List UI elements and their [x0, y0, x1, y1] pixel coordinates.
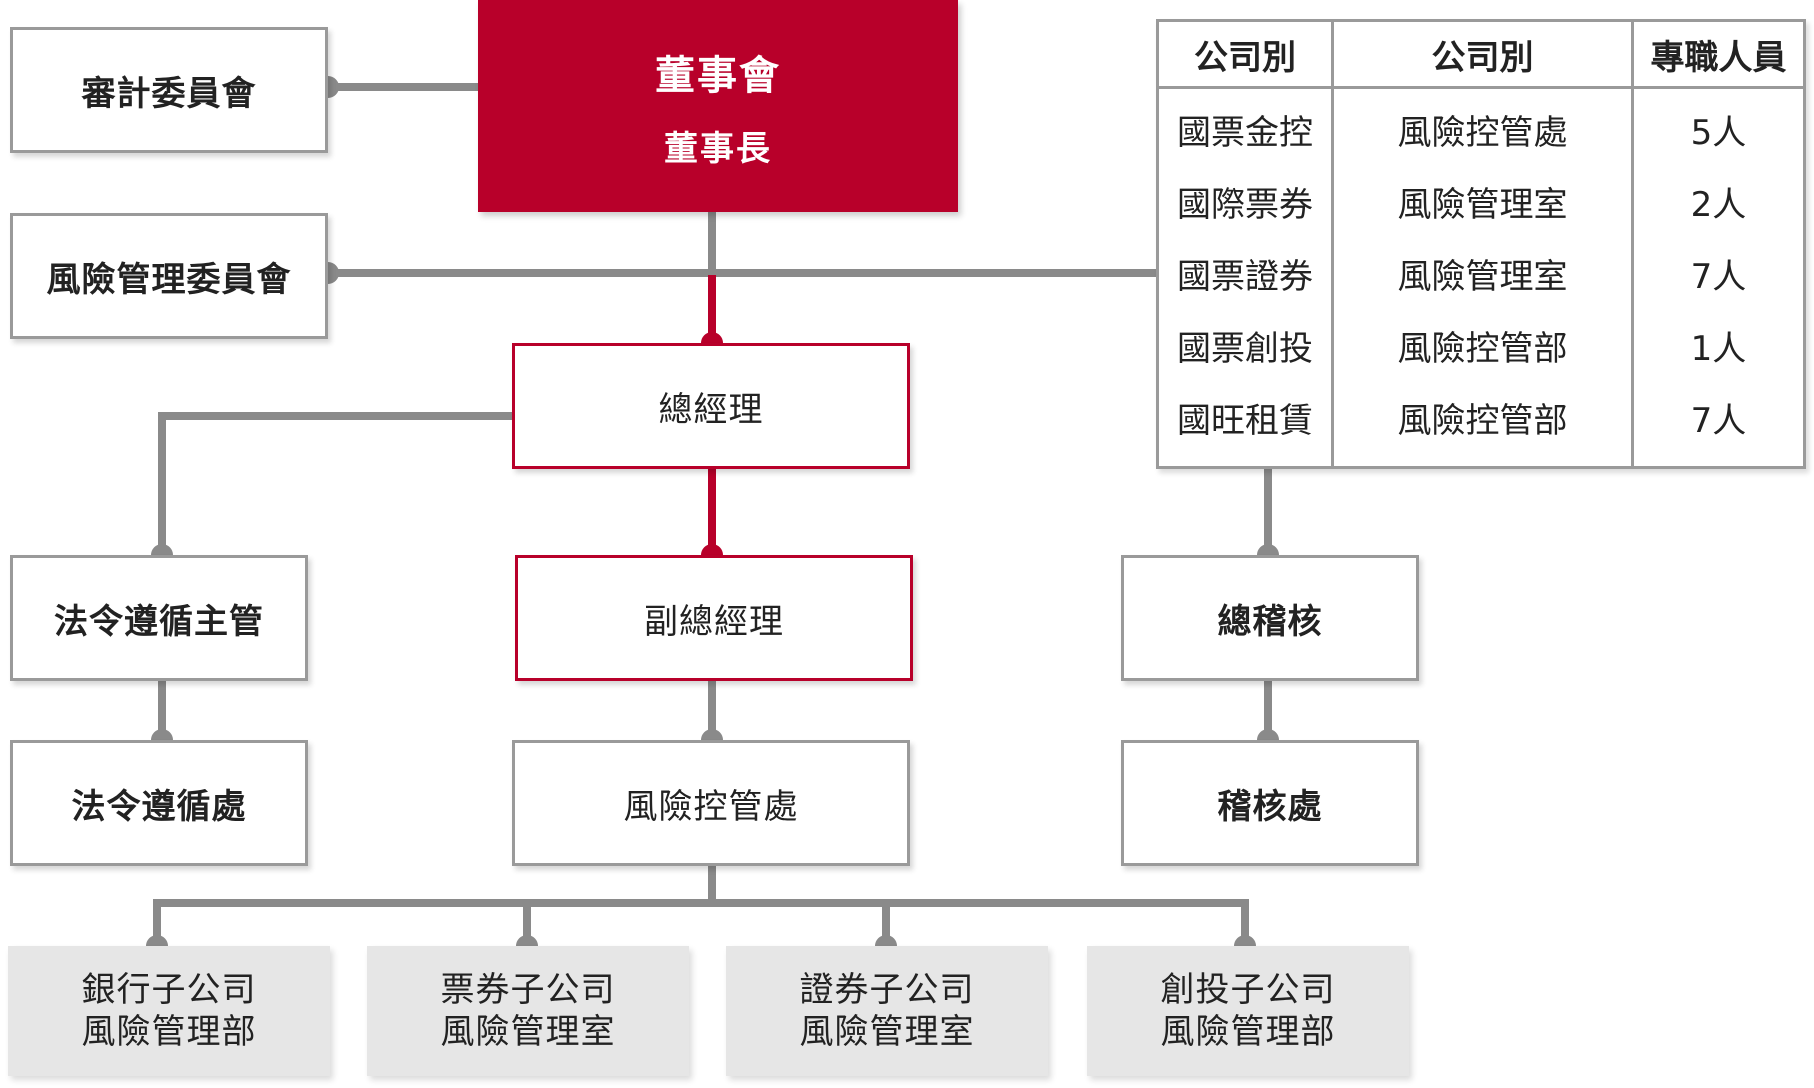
chief-auditor: 總稽核: [1121, 555, 1419, 681]
audit-office-label: 稽核處: [1217, 786, 1323, 827]
table-cell: 國票創投: [1177, 328, 1313, 369]
table-cell: 風險管理室: [1397, 256, 1568, 297]
subsidiary-securities-risk-office: 證券子公司 風險管理室: [726, 946, 1048, 1076]
table-cell: 國際票券: [1177, 184, 1313, 225]
audit-committee-label: 審計委員會: [81, 73, 257, 114]
table-header-company: 公司別: [1194, 37, 1296, 78]
risk-control-label: 風險控管處: [623, 786, 799, 827]
vice-president: 副總經理: [515, 555, 913, 681]
risk-staff-table: 公司別 公司別 專職人員 國票金控 風險控管處 5人 國際票券 風險管理室 2人…: [1156, 19, 1806, 469]
table-cell: 風險控管處: [1397, 112, 1568, 153]
subsidiary-bills-risk-office: 票券子公司 風險管理室: [367, 946, 689, 1076]
subsidiary-unit: 風險管理室: [440, 1012, 616, 1052]
board-of-directors: 董事會 董事長: [478, 0, 958, 212]
table-cell: 風險控管部: [1397, 328, 1568, 369]
connector-subsidiary-bus: [153, 864, 716, 946]
chief-auditor-label: 總稽核: [1217, 601, 1323, 642]
table-cell: 國票證券: [1177, 256, 1313, 297]
subsidiary-name: 銀行子公司: [81, 970, 257, 1010]
compliance-office: 法令遵循處: [10, 740, 308, 866]
audit-committee: 審計委員會: [10, 27, 328, 153]
table-cell: 國旺租賃: [1177, 400, 1313, 441]
table-cell: 2人: [1690, 184, 1747, 225]
table-cell: 5人: [1690, 112, 1747, 153]
table-header-unit: 公司別: [1431, 37, 1534, 78]
table-cell: 風險控管部: [1397, 400, 1568, 441]
table-cell: 7人: [1690, 400, 1747, 441]
subsidiary-unit: 風險管理室: [799, 1012, 975, 1052]
table-header-staff: 專職人員: [1650, 37, 1787, 78]
subsidiary-vc-risk-dept: 創投子公司 風險管理部: [1087, 946, 1409, 1076]
audit-office: 稽核處: [1121, 740, 1419, 866]
subsidiary-name: 證券子公司: [799, 970, 975, 1010]
connector-president-compliance: [158, 412, 512, 555]
table-divider: [1331, 22, 1334, 466]
president: 總經理: [512, 343, 910, 469]
table-divider: [1631, 22, 1634, 466]
subsidiary-unit: 風險管理部: [1160, 1012, 1336, 1052]
connector-subsidiary-bus-right: [712, 899, 1249, 946]
subsidiary-unit: 風險管理部: [81, 1012, 257, 1052]
board-title: 董事會: [655, 52, 781, 99]
board-subtitle: 董事長: [664, 128, 772, 169]
president-label: 總經理: [658, 389, 764, 430]
subsidiary-name: 創投子公司: [1160, 970, 1336, 1010]
compliance-officer: 法令遵循主管: [10, 555, 308, 681]
table-cell: 國票金控: [1177, 112, 1313, 153]
table-cell: 風險管理室: [1397, 184, 1568, 225]
compliance-officer-label: 法令遵循主管: [54, 601, 264, 642]
table-cell: 7人: [1690, 256, 1747, 297]
table-divider: [1159, 86, 1803, 89]
risk-committee-label: 風險管理委員會: [46, 259, 292, 300]
risk-control-department: 風險控管處: [512, 740, 910, 866]
table-cell: 1人: [1690, 328, 1747, 369]
vice-president-label: 副總經理: [644, 601, 784, 642]
compliance-office-label: 法令遵循處: [71, 786, 247, 827]
subsidiary-bank-risk-dept: 銀行子公司 風險管理部: [8, 946, 330, 1076]
subsidiary-name: 票券子公司: [440, 970, 616, 1010]
risk-management-committee: 風險管理委員會: [10, 213, 328, 339]
